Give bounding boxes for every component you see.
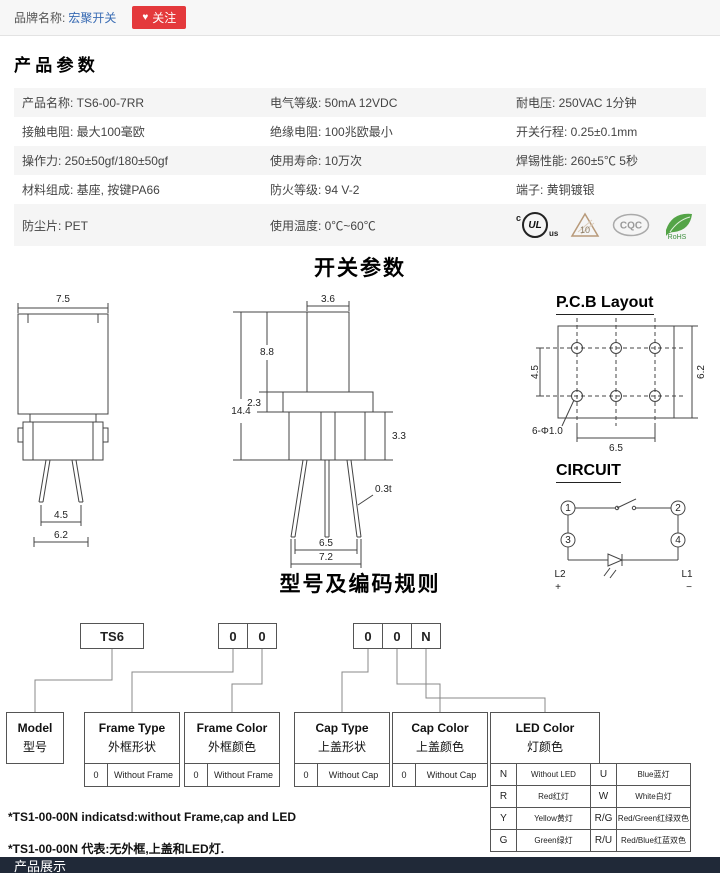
product-display-bar: 产品展示 — [0, 857, 720, 873]
follow-button[interactable]: ♥ 关注 — [132, 6, 187, 29]
front-dim-width: 7.5 — [56, 294, 70, 305]
cert-cell: c UL us 10 CQC — [508, 204, 706, 246]
param-cell: 防火等级: 94 V-2 — [270, 183, 360, 197]
product-params-title: 产 品 参 数 — [14, 56, 95, 75]
terminal-4-label: 4 — [675, 535, 681, 546]
heart-icon: ♥ — [142, 11, 149, 23]
ul-us-mark: us — [549, 229, 559, 238]
brand-link[interactable]: 宏聚开关 — [68, 11, 117, 25]
polarity-plus-label: + — [555, 582, 561, 593]
circuit-drawing: 1 2 3 4 L2 + L1 − — [554, 498, 693, 593]
code-box-frame-color: 0 — [247, 623, 277, 649]
code-box-cap-color: 0 — [382, 623, 412, 649]
terminal-3-label: 3 — [565, 535, 571, 546]
param-cell: 焊锡性能: 260±5℃ 5秒 — [516, 154, 638, 168]
param-cell: 耐电压: 250VAC 1分钟 — [516, 96, 637, 110]
param-cell: 防尘片: PET — [22, 218, 89, 233]
led-table-row: N Without LED U Blue蓝灯 — [490, 763, 691, 786]
pcb-dim-row-pitch: 4.5 — [530, 365, 541, 379]
connector-lines — [34, 649, 546, 712]
cqc-cert-icon: CQC — [613, 213, 650, 237]
footnote-cn: *TS1-00-00N 代表:无外框,上盖和LED灯. — [8, 842, 225, 856]
param-cell: 使用温度: 0℃~60℃ — [270, 218, 376, 233]
pcb-dim-col-span: 6.5 — [609, 443, 623, 454]
table-row: 产品名称: TS6-00-7RR 电气等级: 50mA 12VDC 耐电压: 2… — [14, 88, 706, 117]
side-dim-pin-thickness: 0.3t — [375, 484, 392, 495]
led-left-label: L2 — [554, 569, 566, 580]
front-view-drawing: 7.5 4.5 6.2 — [17, 294, 109, 547]
front-dim-pin-span: 6.2 — [54, 530, 68, 541]
pcb-layout-title: P.C.B Layout — [556, 294, 654, 315]
table-row: 操作力: 250±50gf/180±50gf 使用寿命: 10万次 焊锡性能: … — [14, 146, 706, 175]
table-row: 接触电阻: 最大100毫欧 绝缘电阻: 100兆欧最小 开关行程: 0.25±0… — [14, 117, 706, 146]
ul-c-mark: c — [516, 213, 522, 223]
pcb-dim-height: 6.2 — [696, 365, 707, 379]
switch-params-title: 开关参数 — [314, 257, 406, 280]
category-led-color: LED Color 灯颜色 — [490, 712, 600, 764]
code-box-led: N — [411, 623, 441, 649]
category-frame-color: Frame Color 外框颜色 — [184, 712, 280, 764]
footnote-en: *TS1-00-00N indicatsd:without Frame,cap … — [8, 810, 297, 824]
led-right-label: L1 — [681, 569, 693, 580]
product-params-table: 产品名称: TS6-00-7RR 电气等级: 50mA 12VDC 耐电压: 2… — [14, 88, 706, 246]
circuit-title: CIRCUIT — [556, 462, 621, 483]
category-model: Model 型号 — [6, 712, 64, 764]
led-table-row: G Green绿灯 R/U Red/Blue红蓝双色 — [490, 829, 691, 852]
param-cell: 产品名称: TS6-00-7RR — [22, 96, 145, 110]
code-box-cap-type: 0 — [353, 623, 383, 649]
param-cell: 绝缘电阻: 100兆欧最小 — [270, 125, 393, 139]
frame-type-code-table: 0 Without Frame — [84, 763, 180, 787]
param-cell: 使用寿命: 10万次 — [270, 154, 363, 168]
category-frame-type: Frame Type 外框形状 — [84, 712, 180, 764]
ul-ring: UL — [522, 212, 549, 238]
param-cell: 操作力: 250±50gf/180±50gf — [22, 154, 168, 168]
frame-color-code-table: 0 Without Frame — [184, 763, 280, 787]
pcb-hole-note: 6-Φ1.0 — [532, 426, 563, 437]
follow-label: 关注 — [152, 11, 177, 25]
side-dim-pin-span: 7.2 — [319, 552, 333, 563]
certification-logos: c UL us 10 CQC — [516, 210, 706, 240]
pcb-layout-drawing: 4.5 6.2 6.5 6-Φ1.0 — [530, 318, 707, 454]
code-box-series: TS6 — [80, 623, 144, 649]
table-row: 材料组成: 基座, 按键PA66 防火等级: 94 V-2 端子: 黄铜镀银 — [14, 175, 706, 204]
side-dim-stem-width: 3.6 — [321, 294, 335, 305]
front-dim-pin-pitch: 4.5 — [54, 510, 68, 521]
led-table-row: R Red红灯 W White白灯 — [490, 785, 691, 808]
led-color-table: N Without LED U Blue蓝灯 R Red红灯 W White白灯… — [490, 763, 691, 852]
terminal-2-label: 2 — [675, 503, 681, 514]
ul-cert-icon: c UL us — [516, 212, 558, 238]
code-box-frame-type: 0 — [218, 623, 248, 649]
category-cap-type: Cap Type 上盖形状 — [294, 712, 390, 764]
param-cell: 接触电阻: 最大100毫欧 — [22, 125, 145, 139]
cqc-label: CQC — [620, 221, 642, 232]
rohs-leaf-cert-icon: RoHS — [666, 213, 693, 240]
param-cell: 端子: 黄铜镀银 — [516, 183, 595, 197]
terminal-1-label: 1 — [565, 503, 571, 514]
side-dim-stem-height: 8.8 — [260, 347, 274, 358]
coding-title: 型号及编码规则 — [279, 573, 441, 596]
rohs-label: RoHS — [668, 234, 687, 240]
side-dim-pin-pitch: 6.5 — [319, 538, 333, 549]
footer-title: 产品展示 — [14, 859, 67, 873]
brand-label: 品牌名称: — [14, 11, 66, 25]
cap-type-code-table: 0 Without Cap — [294, 763, 390, 787]
epup-10-label: 10 — [580, 225, 590, 235]
side-dim-total-height: 14.4 — [231, 406, 251, 417]
led-table-row: Y Yellow黄灯 R/G Red/Green红绿双色 — [490, 807, 691, 830]
polarity-minus-label: − — [686, 582, 692, 593]
param-cell: 材料组成: 基座, 按键PA66 — [22, 183, 160, 197]
table-row: 防尘片: PET 使用温度: 0℃~60℃ c UL us 10 — [14, 204, 706, 246]
brand-bar: 品牌名称: 宏聚开关 ♥ 关注 — [0, 0, 720, 36]
param-cell: 电气等级: 50mA 12VDC — [270, 96, 398, 110]
side-dim-base-height: 3.3 — [392, 431, 406, 442]
param-cell: 开关行程: 0.25±0.1mm — [516, 125, 638, 139]
model-coding-diagram: TS6 0 0 0 0 N Model 型号 Frame Type 外框形状 F… — [0, 610, 720, 860]
epup-10-cert-icon: 10 — [571, 212, 600, 237]
category-cap-color: Cap Color 上盖颜色 — [392, 712, 488, 764]
cap-color-code-table: 0 Without Cap — [392, 763, 488, 787]
side-view-drawing: 3.6 14.4 8.8 2.3 3.3 0.3t 6.5 7.2 — [231, 294, 406, 568]
side-dim-flange: 2.3 — [247, 398, 261, 409]
